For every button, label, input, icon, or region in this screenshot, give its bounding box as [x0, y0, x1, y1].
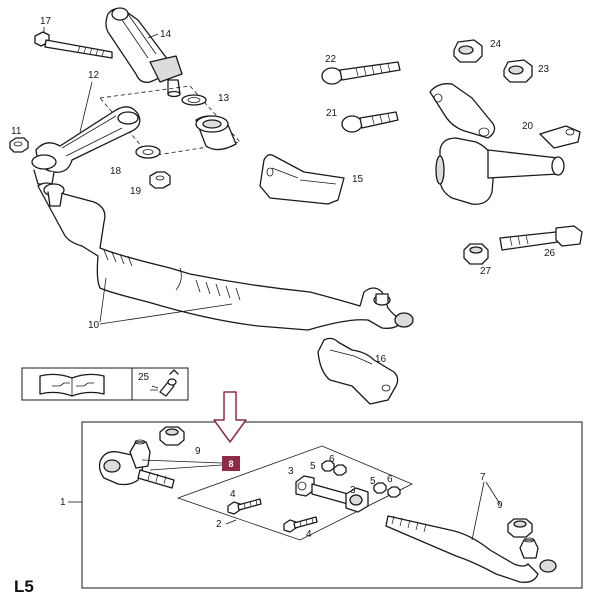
bracket-part-16	[317, 337, 399, 405]
reference-box	[21, 367, 189, 401]
callout-23: 23	[538, 64, 550, 75]
group-outline-12-13	[99, 85, 241, 157]
outer-tie-rod-part-7	[385, 515, 557, 583]
center-link-part-10	[37, 182, 414, 331]
callout-4-lower: 4	[306, 529, 312, 540]
highlight-arrow-icon	[213, 391, 247, 443]
callout-13: 13	[218, 93, 230, 104]
nut-part-9-right	[507, 518, 533, 538]
callout-17: 17	[40, 16, 52, 27]
screw-part-4-lower	[283, 516, 318, 533]
callout-26: 26	[544, 248, 556, 259]
steering-knuckle-part-20	[429, 83, 581, 205]
callout-24: 24	[490, 39, 502, 50]
callout-16: 16	[375, 354, 387, 365]
page-label: L5	[14, 577, 34, 596]
callout-5-upper: 5	[310, 461, 316, 472]
screw-part-4-upper	[227, 498, 262, 515]
idler-arm-part-12	[31, 106, 141, 185]
assembly-frame	[81, 421, 583, 589]
callout-19: 19	[130, 186, 142, 197]
callout-20: 20	[522, 121, 534, 132]
adjuster-group-outline	[176, 445, 413, 541]
callout-21: 21	[326, 108, 338, 119]
bolt-part-26	[499, 225, 583, 251]
flange-nut-part-24	[453, 39, 483, 63]
flange-bolt-part-22	[321, 61, 401, 85]
callout-6-lower: 6	[387, 474, 393, 485]
nut-part-11	[9, 137, 29, 153]
adjuster-sleeve	[295, 460, 401, 513]
callout-11: 11	[11, 126, 22, 137]
callout-3-lower: 3	[350, 485, 356, 496]
callout-18: 18	[110, 166, 122, 177]
flange-nut-part-23	[503, 59, 533, 83]
highlighted-part-number: 8	[228, 459, 233, 469]
callout-2: 2	[216, 519, 222, 530]
callout-25: 25	[138, 372, 150, 383]
callout-3-upper: 3	[288, 466, 294, 477]
bracket-part-15	[259, 154, 345, 205]
callout-15: 15	[352, 174, 364, 185]
nut-part-19	[149, 171, 171, 189]
flange-bolt-part-21	[341, 111, 399, 133]
idler-bracket-part-14	[105, 7, 183, 98]
callout-9-right: 9	[497, 500, 503, 511]
callout-6-upper: 6	[329, 454, 335, 465]
bolt-part-17	[34, 31, 113, 59]
callout-12: 12	[88, 70, 100, 81]
callout-7: 7	[480, 472, 486, 483]
callout-22: 22	[325, 54, 337, 65]
service-manual-book-icon	[39, 373, 105, 397]
highlighted-part-8-badge: 8	[222, 456, 240, 471]
callout-10: 10	[88, 320, 100, 331]
tie-rod-end-part-8	[98, 439, 175, 489]
callout-4-upper: 4	[230, 489, 236, 500]
callout-1: 1	[60, 497, 66, 508]
bushing-part-13	[181, 94, 237, 151]
callout-5-lower: 5	[370, 476, 376, 487]
nut-part-27	[463, 243, 489, 265]
callout-27: 27	[480, 266, 492, 277]
nut-part-9-left	[159, 426, 185, 446]
callout-9-left: 9	[195, 446, 201, 457]
washer-part-18	[135, 145, 161, 159]
callout-14: 14	[160, 29, 172, 40]
grease-gun-icon	[150, 369, 179, 397]
